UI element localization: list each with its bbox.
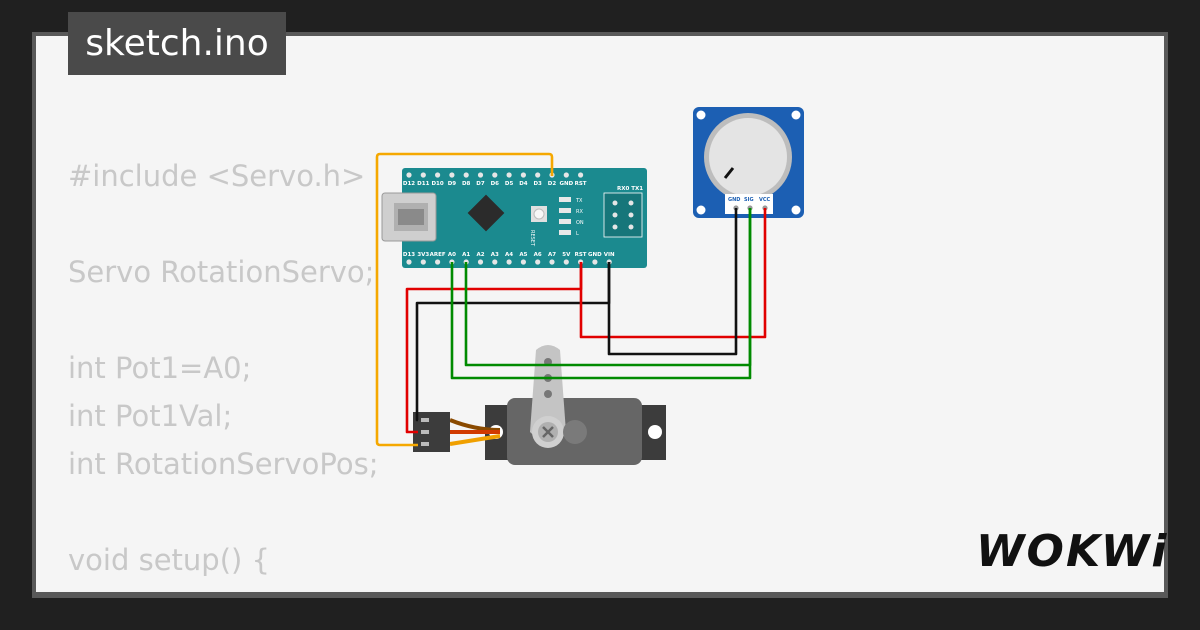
file-tab[interactable]: sketch.ino <box>68 12 286 75</box>
bottom-pin-a5[interactable] <box>520 259 527 265</box>
bottom-pin-label: A6 <box>534 252 542 258</box>
bottom-pin-gnd[interactable] <box>592 259 598 265</box>
pot-pin-vcc-label: VCC <box>759 197 771 203</box>
top-pin-label: GND <box>559 181 573 187</box>
reset-label: RESET <box>529 230 535 247</box>
code-background: #include <Servo.h> Servo RotationServo; in… <box>68 152 443 592</box>
bottom-pin-a2[interactable] <box>477 259 484 265</box>
code-line: RotationServo.attach(9); <box>68 584 443 592</box>
code-line: Servo RotationServo; <box>68 255 375 289</box>
bottom-pin-label: GND <box>588 252 602 258</box>
pot-pin-gnd-label: GND <box>728 197 740 203</box>
bottom-pin-label: A4 <box>505 252 513 258</box>
servo-motor[interactable] <box>413 345 666 465</box>
bottom-pin-5v[interactable] <box>563 259 569 265</box>
top-pin-label: D11 <box>417 181 429 187</box>
top-pin-d4[interactable] <box>520 172 527 178</box>
status-leds <box>559 197 571 235</box>
code-line: int Pot1=A0; <box>68 351 252 385</box>
usb-connector <box>381 192 437 242</box>
rx-tx-label: RX0 TX1 <box>617 186 643 192</box>
pot-pin-sig-label: SIG <box>744 197 754 203</box>
bottom-pin-3v3[interactable] <box>420 259 426 265</box>
top-pin-label: RST <box>575 181 587 187</box>
bottom-pin-a7[interactable] <box>549 259 555 265</box>
reset-button[interactable] <box>531 206 547 222</box>
top-pin-d5[interactable] <box>506 172 512 178</box>
bottom-pin-a3[interactable] <box>492 259 498 265</box>
top-pin-label: D6 <box>491 181 500 187</box>
top-pin-label: D9 <box>448 181 457 187</box>
wires <box>375 152 767 447</box>
top-pin-d7[interactable] <box>477 172 484 178</box>
top-pin-d12[interactable] <box>406 172 412 178</box>
top-pin-d6[interactable] <box>492 172 498 178</box>
mcu-chip <box>467 194 505 232</box>
bottom-pin-label: D13 <box>403 252 415 258</box>
top-pin-d10[interactable] <box>435 172 441 178</box>
code-line: int Pot1Val; <box>68 399 233 433</box>
top-pin-label: D10 <box>431 181 443 187</box>
potentiometer[interactable]: GND SIG VCC <box>693 107 804 218</box>
top-pin-label: D8 <box>462 181 471 187</box>
top-pin-label: D12 <box>403 181 415 187</box>
top-pin-row <box>406 172 584 178</box>
bottom-pin-label: AREF <box>430 252 446 258</box>
bottom-pin-label: A5 <box>519 252 527 258</box>
bottom-pin-label: A1 <box>462 252 470 258</box>
led-label: ON <box>576 220 584 226</box>
icsp-header <box>603 192 643 238</box>
top-pin-d9[interactable] <box>449 172 455 178</box>
servo-connector <box>413 412 450 452</box>
code-line: int RotationServoPos; <box>68 447 379 481</box>
bottom-pin-label: 5V <box>562 252 571 258</box>
bottom-pin-label: 3V3 <box>417 252 429 258</box>
wokwi-logo: WOKWi <box>976 526 1169 577</box>
top-pin-label: D4 <box>519 181 528 187</box>
bottom-pin-label: A3 <box>491 252 499 258</box>
top-pin-label: D3 <box>533 181 542 187</box>
bottom-pin-aref[interactable] <box>435 259 441 265</box>
top-pin-d3[interactable] <box>535 172 541 178</box>
bottom-pin-label: A0 <box>448 252 456 258</box>
wire-orange-d3-to-servo[interactable] <box>375 152 554 447</box>
top-pin-label: D5 <box>505 181 514 187</box>
canvas: #include <Servo.h> Servo RotationServo; in… <box>36 36 1164 592</box>
knob-indicator <box>723 167 735 179</box>
top-pin-d11[interactable] <box>420 172 426 178</box>
bottom-pin-label: A7 <box>548 252 556 258</box>
led-label: RX <box>576 209 583 215</box>
bottom-pin-label: A2 <box>476 252 484 258</box>
top-pin-label: D2 <box>548 181 557 187</box>
top-pin-rst[interactable] <box>578 172 584 178</box>
bottom-pin-a6[interactable] <box>535 259 541 265</box>
code-line: #include <Servo.h> <box>68 159 366 193</box>
top-pin-d8[interactable] <box>463 172 469 178</box>
led-label: TX <box>575 198 583 204</box>
code-line: void setup() { <box>68 543 270 577</box>
bottom-pin-label: VIN <box>604 252 615 258</box>
bottom-pin-a4[interactable] <box>506 259 512 265</box>
bottom-pin-label: RST <box>575 252 587 258</box>
led-label: L <box>576 231 579 237</box>
wire-red-5v-to-pot[interactable] <box>579 208 767 339</box>
bottom-pin-d13[interactable] <box>406 259 412 265</box>
top-pin-label: D7 <box>476 181 485 187</box>
wire-green-aref-to-pot[interactable] <box>450 208 752 380</box>
wire-black-gnd-to-pot[interactable] <box>607 208 738 356</box>
top-pin-gnd[interactable] <box>563 172 569 178</box>
